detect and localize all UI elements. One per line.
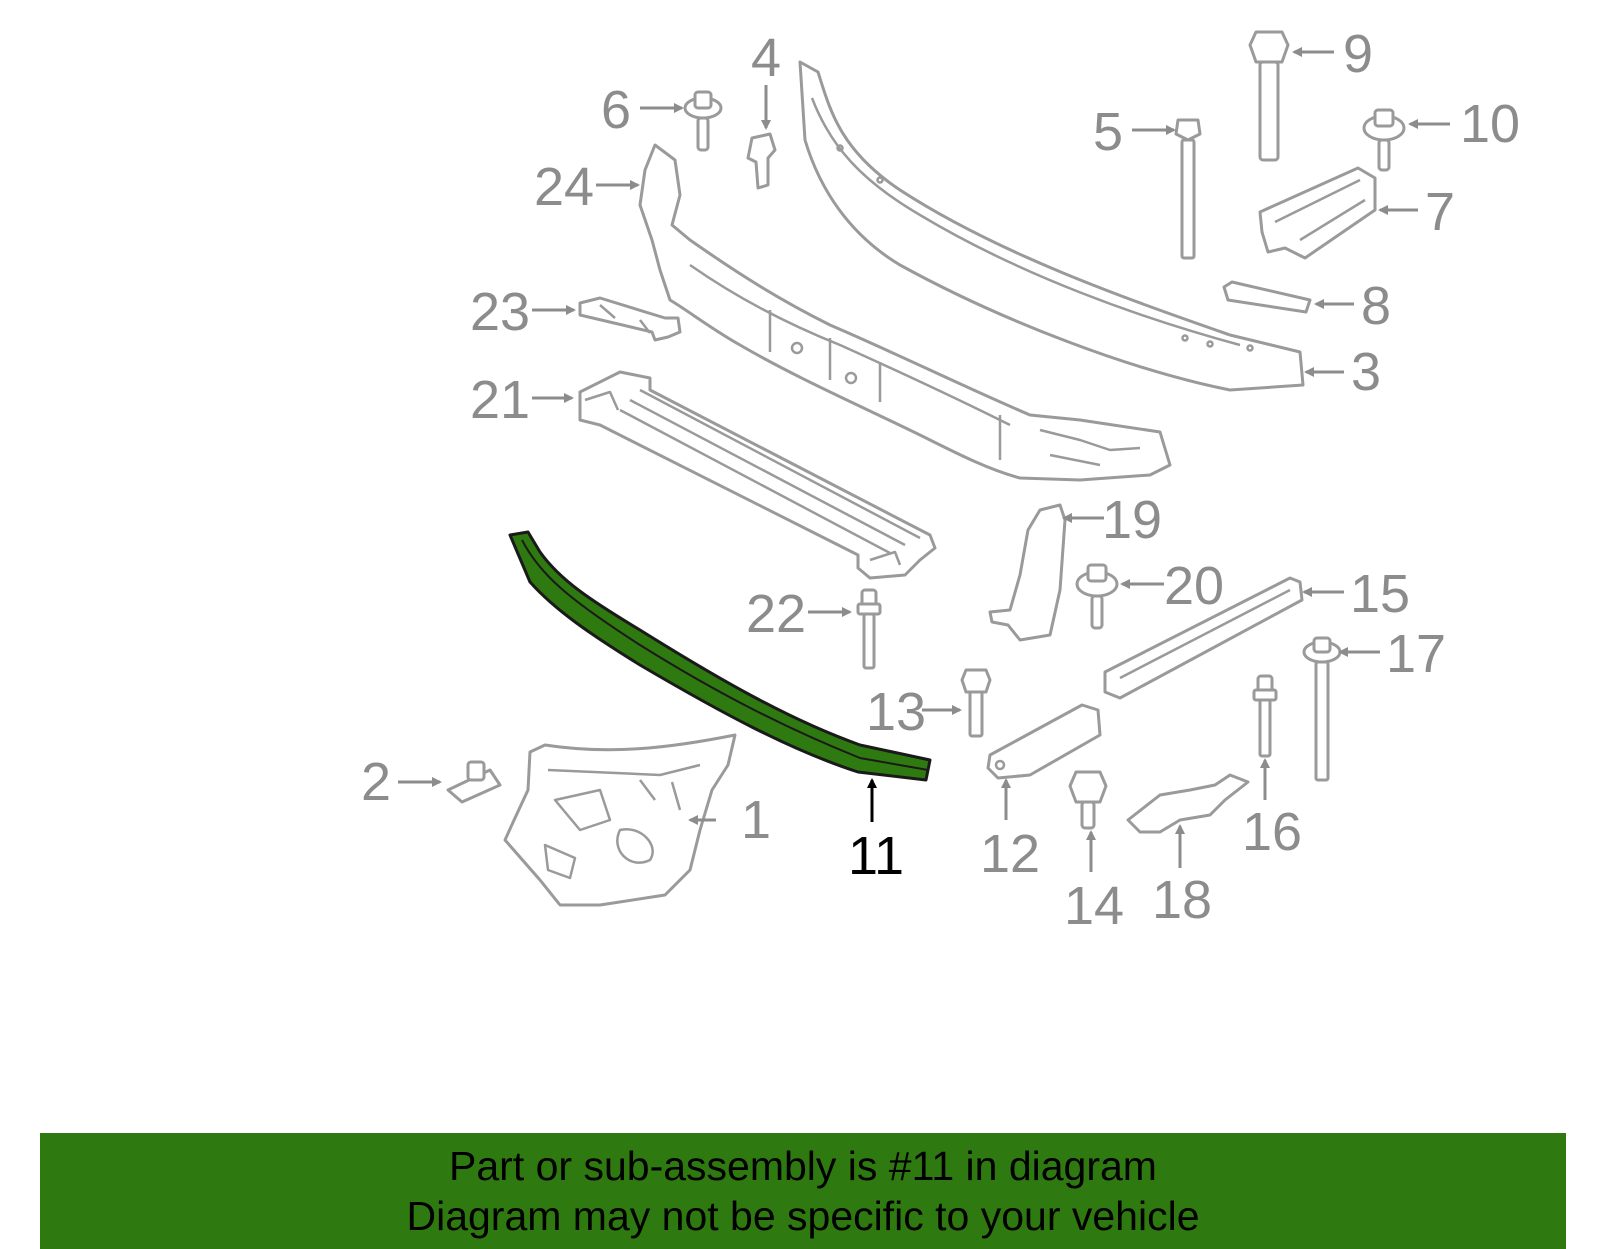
callout-1: 1 xyxy=(741,790,771,850)
part-7-bracket[interactable] xyxy=(1258,166,1377,260)
part-9-bolt[interactable] xyxy=(1248,30,1290,162)
part-4-clip[interactable] xyxy=(746,132,777,190)
part-23-bracket[interactable] xyxy=(578,296,682,342)
part-24-energy-absorber[interactable] xyxy=(638,143,1172,482)
callout-22: 22 xyxy=(746,584,806,644)
part-1-housing[interactable] xyxy=(503,733,737,907)
callout-3: 3 xyxy=(1351,342,1381,402)
part-5-bolt[interactable] xyxy=(1174,118,1202,260)
part-8-strip[interactable] xyxy=(1222,280,1312,314)
callout-11: 11 xyxy=(848,826,904,886)
callout-17: 17 xyxy=(1386,624,1446,684)
banner-line-part-number: Part or sub-assembly is #11 in diagram xyxy=(449,1143,1157,1189)
callout-13: 13 xyxy=(866,682,926,742)
part-20-bolt[interactable] xyxy=(1075,563,1119,630)
callout-23: 23 xyxy=(470,282,530,342)
callout-5: 5 xyxy=(1093,102,1123,162)
callout-12: 12 xyxy=(980,824,1040,884)
part-19-bracket[interactable] xyxy=(988,503,1067,642)
part-3-reinforcement-bar[interactable] xyxy=(798,60,1305,392)
part-16-stud[interactable] xyxy=(1252,674,1278,758)
banner-line-disclaimer: Diagram may not be specific to your vehi… xyxy=(406,1193,1200,1239)
part-11-highlighted-stiffener[interactable] xyxy=(508,530,932,782)
callout-18: 18 xyxy=(1152,870,1212,930)
part-17-bolt[interactable] xyxy=(1302,636,1342,782)
callout-8: 8 xyxy=(1361,276,1391,336)
callout-6: 6 xyxy=(601,80,631,140)
part-21-lower-crossmember[interactable] xyxy=(578,370,937,580)
callout-24: 24 xyxy=(534,157,594,217)
callout-21: 21 xyxy=(470,370,530,430)
callout-15: 15 xyxy=(1350,564,1410,624)
callout-14: 14 xyxy=(1064,876,1124,936)
info-banner: Part or sub-assembly is #11 in diagram D… xyxy=(40,1133,1566,1249)
part-13-bolt[interactable] xyxy=(960,668,992,738)
part-10-bolt[interactable] xyxy=(1362,108,1406,172)
part-6-rivet[interactable] xyxy=(683,90,723,152)
part-2-clip-nut[interactable] xyxy=(446,760,502,804)
part-14-bolt[interactable] xyxy=(1068,770,1108,830)
callout-leaders xyxy=(398,47,1450,872)
callout-7: 7 xyxy=(1425,182,1455,242)
part-22-stud[interactable] xyxy=(856,588,882,670)
part-18-shield[interactable] xyxy=(1126,773,1250,834)
callout-2: 2 xyxy=(361,752,391,812)
callout-9: 9 xyxy=(1343,24,1373,84)
part-12-absorber[interactable] xyxy=(986,703,1102,780)
part-15-support[interactable] xyxy=(1103,576,1304,700)
callout-labels: 1 2 3 4 5 6 7 8 9 10 11 12 13 14 15 16 1… xyxy=(361,24,1520,936)
callout-20: 20 xyxy=(1164,556,1224,616)
callout-10: 10 xyxy=(1460,94,1520,154)
callout-19: 19 xyxy=(1102,490,1162,550)
callout-4: 4 xyxy=(751,28,781,88)
callout-16: 16 xyxy=(1242,802,1302,862)
